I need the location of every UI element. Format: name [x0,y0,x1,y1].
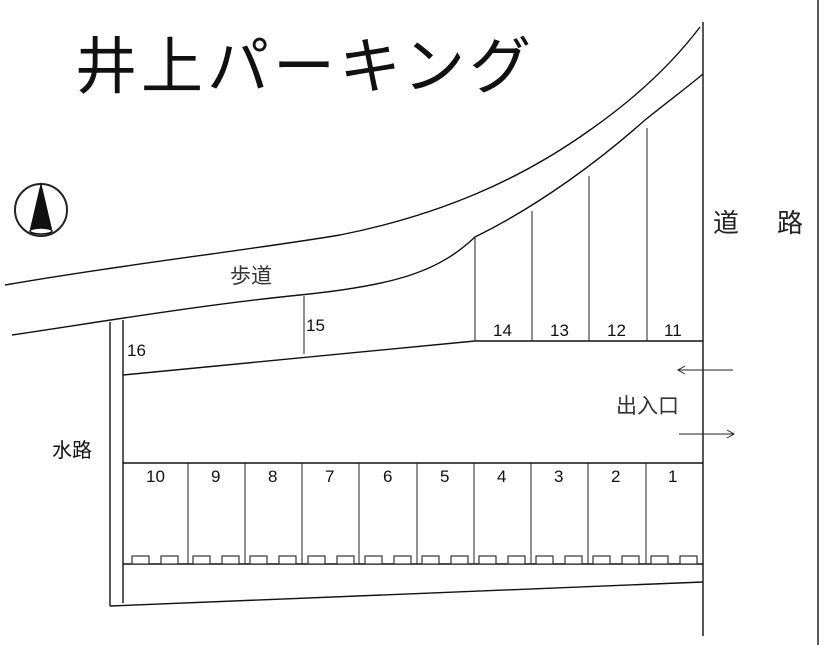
sidewalk-label: 歩道 [230,264,272,288]
space-4-label: 4 [497,467,506,486]
space-5-label: 5 [440,467,449,486]
space-15-label: 15 [306,316,325,335]
sidewalk-lower-edge [11,73,704,336]
exit-arrow-icon [679,429,736,439]
road-label-2: 路 [777,209,803,239]
wheel-stops [131,555,698,565]
top-row-bottom-edge [122,340,476,376]
space-6-label: 6 [383,467,392,486]
space-10-label: 10 [146,467,165,486]
space-9-label: 9 [211,467,220,486]
entry-arrow-icon [676,365,733,375]
space-1-label: 1 [668,467,677,486]
space-11-label: 11 [664,321,682,340]
space-3-label: 3 [554,467,563,486]
page-title: 井上パーキング [75,30,535,103]
entrance-label: 出入口 [616,394,679,418]
space-8-label: 8 [268,467,277,486]
space-2-label: 2 [611,467,620,486]
bottom-dividers [187,463,647,564]
space-7-label: 7 [325,467,334,486]
space-16-label: 16 [127,341,146,360]
road-label-1: 道 [713,209,739,239]
sidewalk-upper-edge [4,26,701,286]
space-13-label: 13 [550,321,569,340]
north-arrow-icon [14,182,68,237]
waterway-label: 水路 [52,439,92,462]
space-12-label: 12 [607,321,626,340]
space-14-label: 14 [493,321,512,340]
lot-bottom-edge [109,581,704,607]
